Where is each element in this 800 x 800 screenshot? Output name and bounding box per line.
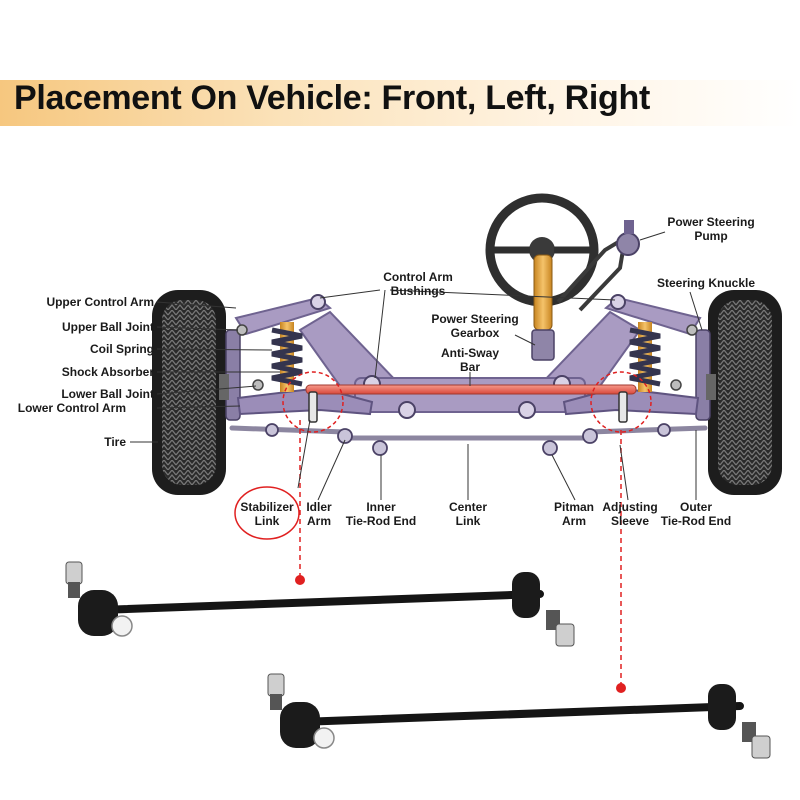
highlight-circle-right <box>590 371 652 433</box>
stabilizer-link-mounted <box>308 391 628 423</box>
stabilizer-link-label-circle <box>234 486 300 540</box>
tire-left <box>152 290 226 495</box>
label-inner-tie-rod-end-1: Inner <box>366 500 396 514</box>
label-lower-ball-joint: Lower Ball Joint <box>61 387 154 401</box>
label-upper-ball-joint: Upper Ball Joint <box>62 320 154 334</box>
page-title: Placement On Vehicle: Front, Left, Right <box>14 79 650 117</box>
label-pitman-arm-2: Arm <box>562 514 586 528</box>
power-steering-pump <box>556 220 640 312</box>
label-control-arm-bushings-2: Bushings <box>391 284 446 298</box>
stabilizer-link-product-1 <box>65 561 575 647</box>
label-adjusting-sleeve-2: Sleeve <box>611 514 649 528</box>
label-inner-tie-rod-end-2: Tie-Rod End <box>346 514 416 528</box>
drop-dot-left <box>295 575 305 585</box>
stabilizer-link-product-2 <box>267 673 771 759</box>
label-outer-tie-rod-end-1: Outer <box>680 500 712 514</box>
label-center-link-1: Center <box>449 500 487 514</box>
power-steering-gearbox <box>531 329 555 361</box>
label-idler-arm-2: Arm <box>307 514 331 528</box>
label-shock-absorber: Shock Absorber <box>62 365 155 379</box>
tie-rod-ends <box>265 423 671 456</box>
anti-sway-bar <box>305 384 637 395</box>
label-anti-sway-bar-2: Bar <box>460 360 480 374</box>
label-stabilizer-link-1: Stabilizer <box>240 500 294 514</box>
label-idler-arm-1: Idler <box>306 500 332 514</box>
label-coil-spring: Coil Spring <box>90 342 154 356</box>
label-lower-control-arm: Lower Control Arm <box>18 401 126 415</box>
label-power-steering-pump-1: Power Steering <box>667 215 754 229</box>
label-pitman-arm-1: Pitman <box>554 500 594 514</box>
label-power-steering-gearbox-1: Power Steering <box>431 312 518 326</box>
title-highlight-band <box>0 80 800 126</box>
drop-dot-right <box>616 683 626 693</box>
label-anti-sway-bar-1: Anti-Sway <box>441 346 499 360</box>
ball-joints <box>236 324 698 391</box>
steering-knuckle-right <box>695 329 716 421</box>
highlight-circle-left <box>282 371 344 433</box>
label-outer-tie-rod-end-2: Tie-Rod End <box>661 514 731 528</box>
steering-linkage <box>229 425 708 441</box>
coil-spring-left <box>271 322 303 392</box>
steering-column <box>533 254 553 331</box>
label-power-steering-gearbox-2: Gearbox <box>451 326 500 340</box>
label-upper-control-arm: Upper Control Arm <box>46 295 154 309</box>
label-stabilizer-link-2: Link <box>255 514 280 528</box>
label-steering-knuckle: Steering Knuckle <box>657 276 755 290</box>
label-adjusting-sleeve-1: Adjusting <box>602 500 657 514</box>
tire-right <box>708 290 782 495</box>
leader-lines <box>130 231 703 501</box>
label-power-steering-pump-2: Pump <box>694 229 727 243</box>
label-tire: Tire <box>104 435 126 449</box>
label-control-arm-bushings-1: Control Arm <box>383 270 453 284</box>
label-center-link-2: Link <box>456 514 481 528</box>
coil-spring-right <box>629 322 661 392</box>
